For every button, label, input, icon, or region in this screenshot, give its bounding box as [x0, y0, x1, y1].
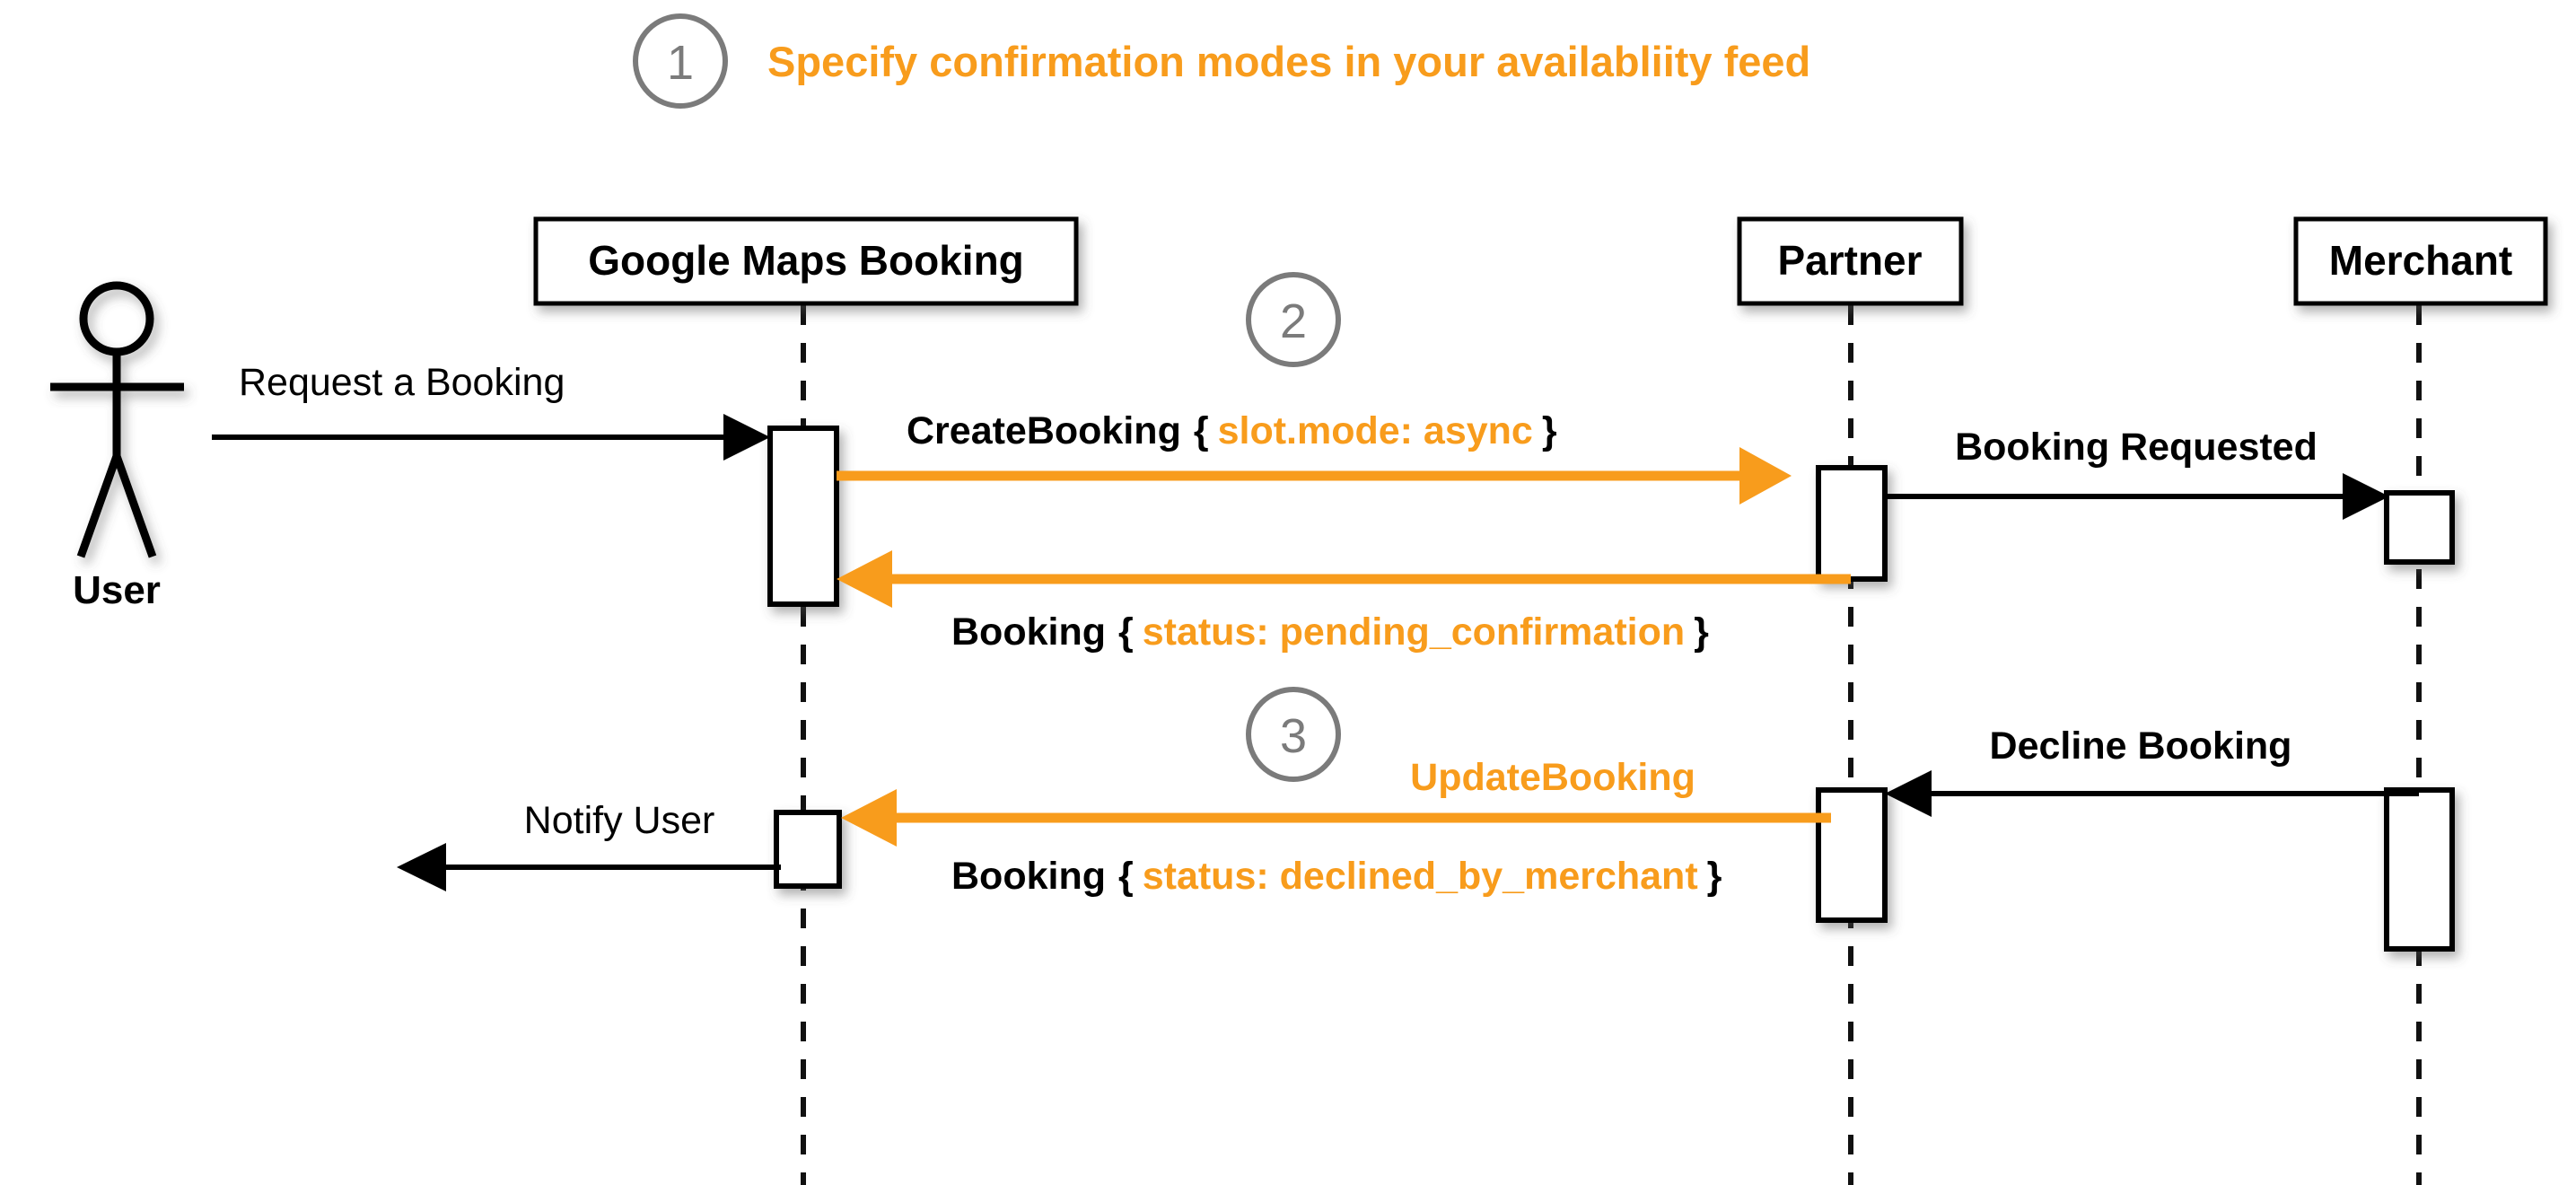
- lifeline-header-partner[interactable]: Partner: [1737, 216, 1964, 306]
- actor-leg-right: [112, 454, 157, 558]
- message-booking-declined-brace-open: {: [1118, 855, 1134, 898]
- activation-merchant-second: [2384, 787, 2455, 952]
- message-create-booking: CreateBooking {slot.mode: async}: [837, 409, 1792, 505]
- message-create-booking-arrowhead: [1739, 447, 1792, 505]
- message-booking-declined: Booking {status: declined_by_merchant}: [951, 855, 1722, 898]
- actor-head-icon: [79, 281, 154, 356]
- step-badge-3-number: 3: [1280, 709, 1307, 763]
- actor-user: User: [50, 281, 184, 612]
- message-create-booking-brace-open: {: [1194, 409, 1209, 452]
- message-notify-user: Notify User: [397, 799, 781, 891]
- step-badge-2-circle: [1246, 272, 1341, 367]
- title-row: 1 Specify confirmation modes in your ava…: [633, 13, 1810, 109]
- activation-partner-first: [1816, 465, 1888, 582]
- message-notify-user-arrowhead: [397, 843, 446, 891]
- page-title: Specify confirmation modes in your avail…: [767, 38, 1810, 85]
- message-notify-user-label: Notify User: [524, 799, 715, 842]
- lifeline-header-gmb-box[interactable]: [533, 216, 1079, 306]
- lifeline-header-gmb-label: Google Maps Booking: [588, 237, 1024, 284]
- message-booking-pending-brace-close: }: [1694, 610, 1709, 654]
- message-create-booking-label: CreateBooking {slot.mode: async}: [907, 409, 1557, 452]
- message-booking-declined-payload: status: declined_by_merchant: [1143, 855, 1698, 898]
- step-badge-3: 3: [1246, 687, 1341, 782]
- message-update-booking: UpdateBooking: [841, 756, 1831, 847]
- message-create-booking-name: CreateBooking: [907, 409, 1181, 452]
- activation-partner-second: [1816, 787, 1888, 923]
- message-request-a-booking-arrowhead: [723, 414, 770, 461]
- message-booking-pending: Booking {status: pending_confirmation}: [837, 550, 1851, 654]
- message-request-a-booking: Request a Booking: [212, 361, 770, 461]
- message-booking-declined-name: Booking: [951, 855, 1106, 898]
- step-badge-1-circle: [633, 13, 728, 109]
- message-booking-pending-name: Booking: [951, 610, 1106, 654]
- step-badge-1-number: 1: [667, 36, 694, 90]
- step-badge-2: 2: [1246, 272, 1341, 367]
- step-badge-3-circle: [1246, 687, 1341, 782]
- lifeline-header-partner-box[interactable]: [1737, 216, 1964, 306]
- message-request-a-booking-label: Request a Booking: [239, 361, 565, 404]
- lifeline-header-gmb[interactable]: Google Maps Booking: [533, 216, 1079, 306]
- message-booking-requested-arrowhead: [2343, 473, 2389, 520]
- message-decline-booking: Decline Booking: [1885, 724, 2419, 817]
- step-badge-2-number: 2: [1280, 294, 1307, 348]
- message-decline-booking-arrowhead: [1885, 770, 1932, 817]
- message-booking-declined-label: Booking {status: declined_by_merchant}: [951, 855, 1722, 898]
- lifeline-header-partner-label: Partner: [1777, 237, 1922, 284]
- message-booking-requested-label: Booking Requested: [1955, 426, 2318, 469]
- message-create-booking-brace-close: }: [1542, 409, 1557, 452]
- lifeline-header-merchant-label: Merchant: [2329, 237, 2512, 284]
- message-decline-booking-label: Decline Booking: [1990, 724, 2292, 768]
- message-booking-pending-brace-open: {: [1118, 610, 1134, 654]
- actor-user-figure: [50, 281, 184, 558]
- activation-merchant-first: [2384, 490, 2455, 565]
- step-badge-1: 1: [633, 13, 728, 109]
- message-booking-pending-arrowhead: [837, 550, 892, 608]
- activation-gmb-first: [767, 426, 839, 607]
- message-booking-pending-payload: status: pending_confirmation: [1143, 610, 1685, 654]
- activation-gmb-second: [774, 810, 842, 889]
- message-update-booking-arrowhead: [841, 789, 897, 847]
- lifeline-header-merchant[interactable]: Merchant: [2293, 216, 2548, 306]
- lifeline-header-merchant-box[interactable]: [2293, 216, 2548, 306]
- message-booking-declined-brace-close: }: [1707, 855, 1722, 898]
- message-update-booking-label: UpdateBooking: [1410, 756, 1695, 799]
- actor-leg-left: [76, 454, 121, 558]
- message-create-booking-payload: slot.mode: async: [1218, 409, 1533, 452]
- actor-user-label: User: [73, 568, 161, 612]
- message-booking-requested: Booking Requested: [1885, 426, 2389, 520]
- message-booking-pending-label: Booking {status: pending_confirmation}: [951, 610, 1709, 654]
